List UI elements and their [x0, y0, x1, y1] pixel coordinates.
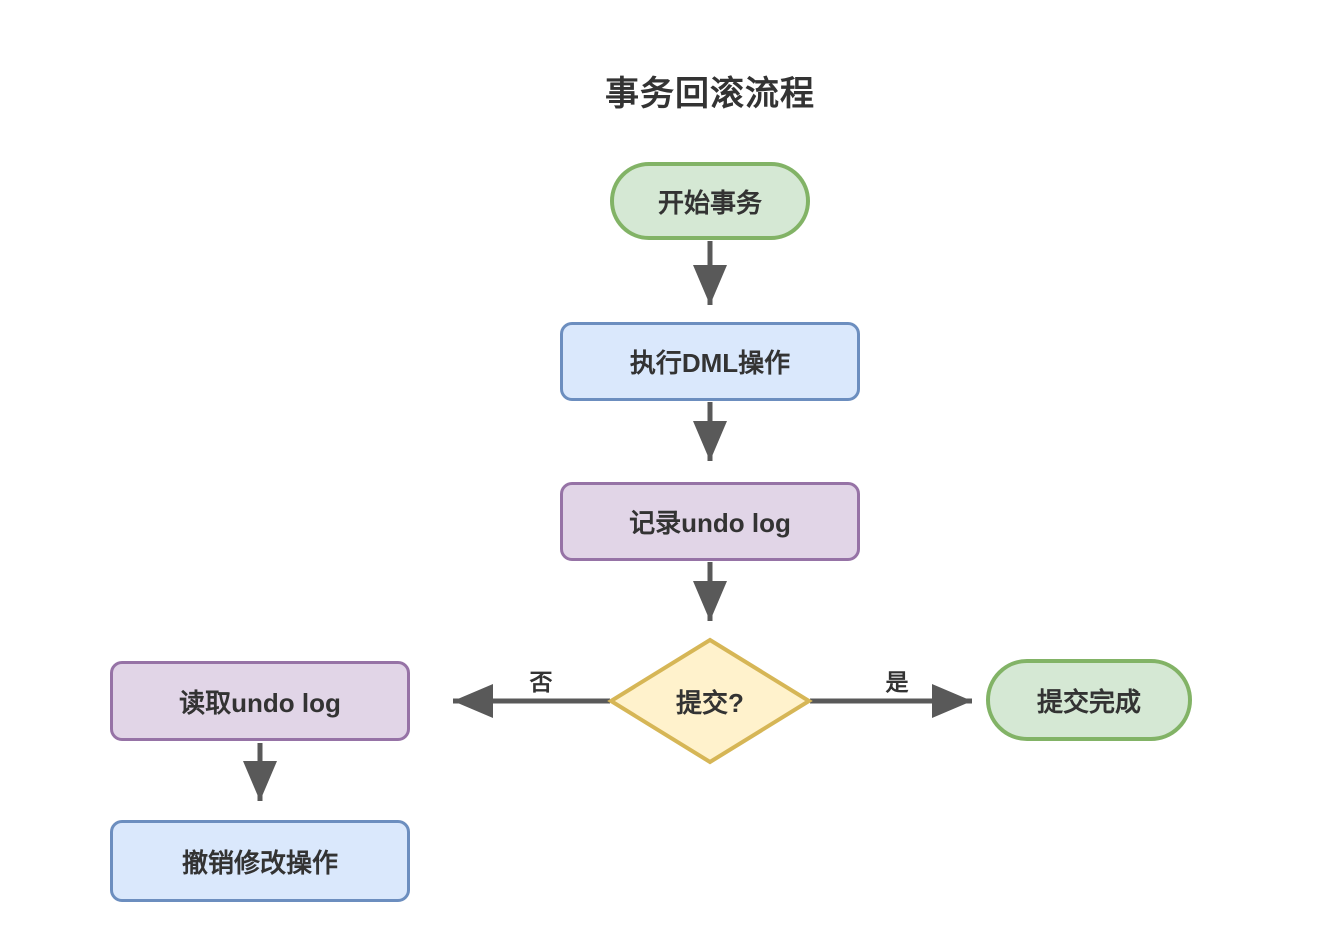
node-execute-dml-label: 执行DML操作 [629, 348, 791, 378]
node-read-undo-log-label: 读取undo log [179, 687, 341, 718]
edge-label-yes: 是 [885, 669, 909, 695]
node-commit-done: 提交完成 [986, 659, 1192, 741]
node-record-undo-log-label: 记录undo log [629, 508, 791, 538]
diagram-title: 事务回滚流程 [605, 75, 815, 113]
node-revert-changes-label: 撤销修改操作 [181, 847, 338, 878]
node-revert-changes: 撤销修改操作 [110, 820, 410, 902]
node-commit-done-label: 提交完成 [1036, 686, 1141, 717]
node-read-undo-log: 读取undo log [110, 661, 410, 741]
node-decision-commit-label: 提交? [676, 687, 744, 718]
node-start: 开始事务 [610, 162, 810, 240]
node-start-label: 开始事务 [657, 187, 762, 218]
node-execute-dml: 执行DML操作 [560, 322, 860, 401]
decision-diamond [607, 637, 813, 765]
node-decision-commit: 提交? [610, 639, 810, 763]
node-record-undo-log: 记录undo log [560, 482, 860, 561]
edge-label-no: 否 [529, 669, 553, 695]
